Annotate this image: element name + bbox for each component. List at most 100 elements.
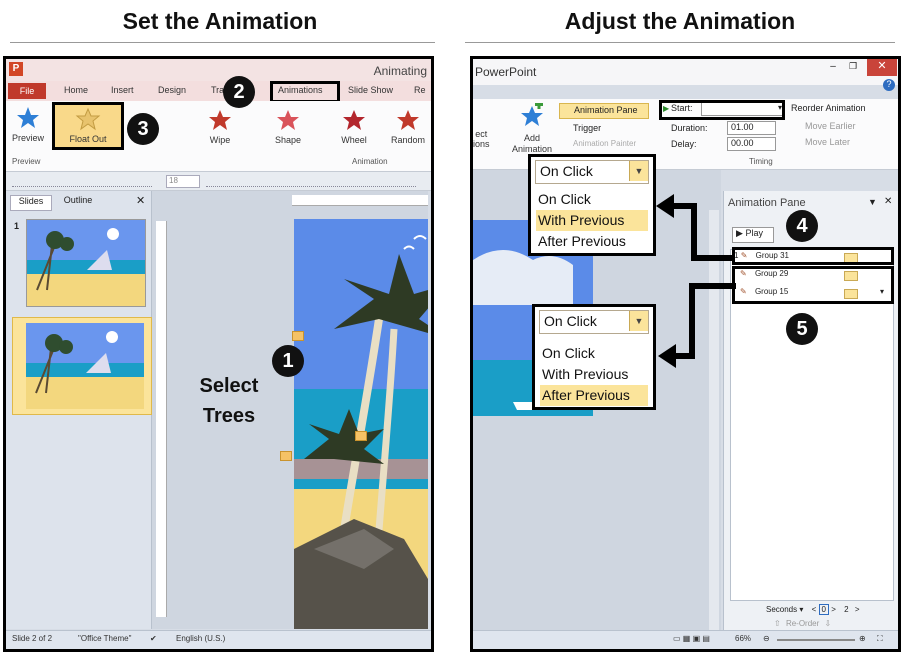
pane-menu-icon[interactable]: ▼ bbox=[868, 197, 877, 207]
font-size-field[interactable]: 18 bbox=[166, 175, 200, 188]
fit-window-icon[interactable]: ⛶ bbox=[877, 634, 883, 643]
item-name-2: Group 29 bbox=[754, 269, 789, 278]
reorder-control[interactable]: ⇧ Re-Order ⇩ bbox=[774, 619, 831, 628]
animation-marker-2[interactable] bbox=[355, 431, 367, 441]
float-out-star-icon bbox=[75, 107, 101, 131]
chevron-down-icon[interactable]: ▼ bbox=[629, 161, 648, 181]
page-next-icon[interactable]: > bbox=[831, 605, 836, 614]
item-icon-1: ✎ bbox=[740, 251, 748, 260]
left-screenshot: P Animating File Home Insert Design Tra … bbox=[3, 56, 434, 652]
duration-field[interactable]: 01.00 bbox=[727, 121, 776, 135]
spellcheck-icon[interactable]: ✔ bbox=[150, 634, 157, 643]
tab-animations[interactable]: Animations bbox=[278, 85, 323, 95]
tab-outline[interactable]: Outline bbox=[63, 195, 93, 205]
tab-insert[interactable]: Insert bbox=[111, 85, 134, 95]
arrow-groups-to-bottom-dropdown bbox=[658, 283, 736, 368]
wheel-button[interactable]: Wheel bbox=[334, 109, 374, 149]
option-after-previous-top[interactable]: After Previous bbox=[538, 233, 626, 249]
item-dropdown-icon[interactable]: ▾ bbox=[880, 287, 885, 296]
help-icon[interactable]: ? bbox=[883, 79, 895, 91]
reorder-label: Reorder Animation bbox=[791, 103, 866, 113]
page-forward-icon[interactable]: > bbox=[854, 605, 860, 614]
option-on-click-bottom[interactable]: On Click bbox=[542, 345, 595, 361]
option-on-click-top[interactable]: On Click bbox=[538, 191, 591, 207]
item-number-1: 1 bbox=[734, 251, 739, 260]
animation-marker-3[interactable] bbox=[280, 451, 292, 461]
tab-design[interactable]: Design bbox=[158, 85, 187, 95]
trigger-button[interactable]: Trigger bbox=[573, 123, 602, 133]
animation-group-label: Animation bbox=[352, 157, 388, 166]
random-button[interactable]: Random bbox=[388, 109, 428, 149]
slide-number-1: 1 bbox=[14, 221, 20, 231]
maximize-button[interactable]: ❐ bbox=[848, 61, 858, 71]
seconds-control[interactable]: Seconds ▾ < 0 > 2 > bbox=[730, 604, 892, 617]
delay-label: Delay: bbox=[671, 139, 697, 149]
tab-slide-show[interactable]: Slide Show bbox=[348, 85, 394, 95]
right-heading-rule bbox=[465, 42, 895, 43]
slide-thumbnail-1[interactable] bbox=[26, 219, 146, 307]
zoom-slider[interactable] bbox=[777, 639, 855, 641]
animation-painter-button[interactable]: Animation Painter bbox=[573, 139, 637, 148]
start-dropdown-callout-bottom: On Click ▼ On Click With Previous After … bbox=[532, 304, 656, 410]
effect-options-fragment[interactable]: ect ions bbox=[473, 129, 490, 149]
add-animation-label-1: Add bbox=[523, 133, 540, 143]
reorder-down-icon[interactable]: ⇩ bbox=[824, 619, 832, 628]
float-out-label: Float Out bbox=[69, 134, 107, 144]
option-with-previous-bottom[interactable]: With Previous bbox=[542, 366, 629, 382]
reorder-up-icon[interactable]: ⇧ bbox=[774, 619, 781, 628]
move-later-button[interactable]: Move Later bbox=[805, 137, 851, 147]
option-with-previous-top[interactable]: With Previous bbox=[536, 210, 648, 231]
float-out-button[interactable]: Float Out bbox=[54, 104, 122, 148]
minimize-button[interactable]: – bbox=[830, 61, 836, 72]
slide-thumbnail-2[interactable] bbox=[12, 317, 152, 415]
reorder-label: Re-Order bbox=[785, 619, 820, 628]
wipe-button[interactable]: Wipe bbox=[200, 109, 240, 149]
page-prev-icon[interactable]: < bbox=[811, 605, 817, 614]
play-button[interactable]: ▶ Play bbox=[732, 227, 774, 243]
tab-file[interactable]: File bbox=[8, 83, 46, 99]
select-trees-text: Select Trees bbox=[184, 371, 274, 431]
step-badge-1: 1 bbox=[272, 345, 304, 377]
right-statusbar: ▭ ▦ ▣ ▤ 66% ⊖ ⊕ ⛶ bbox=[473, 630, 898, 649]
step-badge-3: 3 bbox=[127, 113, 159, 145]
select-text-line2: Trees bbox=[202, 405, 256, 427]
play-label: Play bbox=[745, 228, 763, 238]
duration-label: Duration: bbox=[671, 123, 708, 133]
slide-canvas[interactable] bbox=[294, 219, 428, 629]
window-title: Animating bbox=[373, 64, 427, 78]
left-titlebar: P Animating bbox=[6, 59, 431, 81]
tab-home[interactable]: Home bbox=[64, 85, 89, 95]
slide-editor: Select Trees bbox=[152, 191, 428, 629]
tab-slides[interactable]: Slides bbox=[10, 195, 52, 211]
zoom-in-icon[interactable]: ⊕ bbox=[859, 634, 866, 643]
start-dropdown-head-bottom[interactable]: On Click ▼ bbox=[539, 310, 649, 334]
move-earlier-button[interactable]: Move Earlier bbox=[805, 121, 856, 131]
right-heading: Adjust the Animation bbox=[564, 8, 796, 34]
animation-pane-button[interactable]: Animation Pane bbox=[559, 103, 649, 119]
close-icon[interactable]: ✕ bbox=[136, 195, 146, 207]
shape-button[interactable]: Shape bbox=[268, 109, 308, 149]
add-animation-star-icon bbox=[521, 103, 543, 126]
delay-field[interactable]: 00.00 bbox=[727, 137, 776, 151]
animation-item-3[interactable]: ✎ Group 15 ▾ bbox=[734, 287, 894, 300]
editor-scrollbar[interactable] bbox=[709, 210, 719, 630]
chevron-down-icon[interactable]: ▼ bbox=[629, 311, 648, 331]
animation-marker-1[interactable] bbox=[292, 331, 304, 341]
close-window-button[interactable]: ✕ bbox=[867, 59, 897, 76]
seconds-dropdown-icon: ▾ bbox=[799, 605, 804, 614]
zoom-out-icon[interactable]: ⊖ bbox=[763, 634, 770, 643]
pane-close-icon[interactable]: ✕ bbox=[884, 196, 893, 207]
add-animation-button[interactable]: Add Animation bbox=[507, 103, 557, 159]
option-after-previous-bottom[interactable]: After Previous bbox=[540, 385, 648, 406]
formatting-toolbar: 18 bbox=[6, 172, 431, 191]
animation-item-2[interactable]: ✎ Group 29 bbox=[734, 269, 894, 282]
add-animation-label-2: Animation bbox=[511, 144, 553, 154]
start-dropdown-callout-top: On Click ▼ On Click With Previous After … bbox=[528, 154, 656, 256]
view-buttons[interactable]: ▭ ▦ ▣ ▤ bbox=[673, 634, 710, 643]
tab-transitions[interactable]: Tra bbox=[211, 85, 225, 95]
vertical-ruler bbox=[156, 221, 167, 617]
tab-review[interactable]: Re bbox=[414, 85, 426, 95]
start-dropdown-head-top[interactable]: On Click ▼ bbox=[535, 160, 649, 184]
wheel-star-icon bbox=[343, 110, 365, 130]
preview-button[interactable]: Preview bbox=[10, 105, 46, 151]
